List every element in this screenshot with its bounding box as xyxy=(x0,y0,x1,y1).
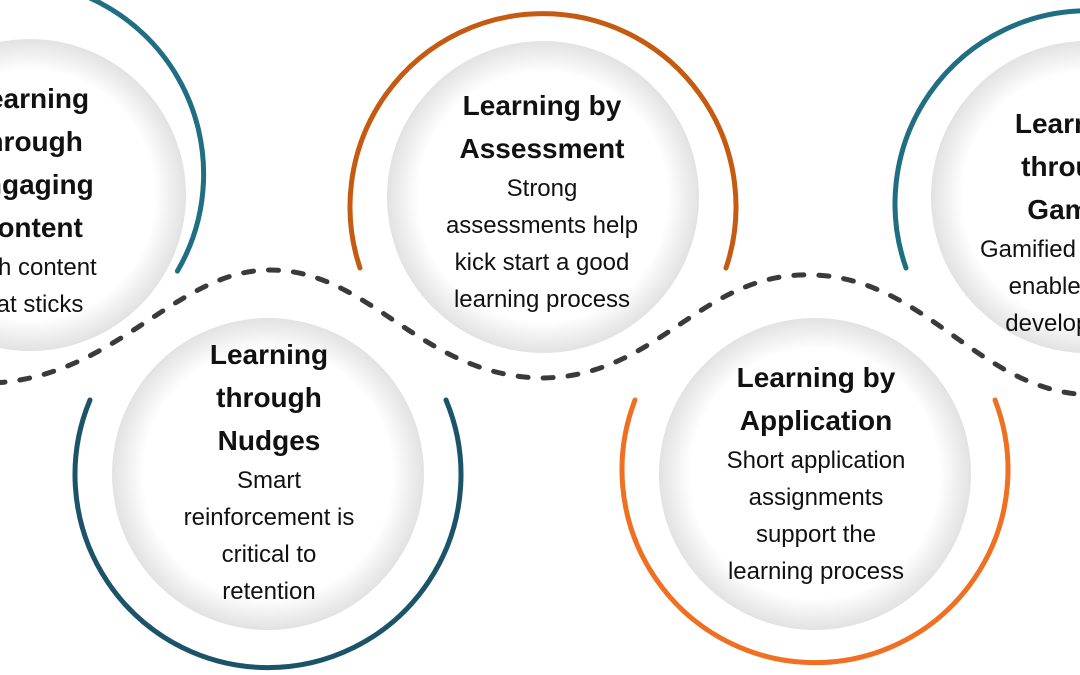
dashed-connector-path xyxy=(0,267,1080,397)
desc-line: enables skill xyxy=(1008,273,1080,300)
node-assessment-description: Strong assessments help kick start a goo… xyxy=(402,170,682,318)
desc-line: Gamified learning xyxy=(979,236,1080,263)
circle-games-arc xyxy=(892,8,1080,271)
circle-application-arc xyxy=(619,397,1011,666)
circle-application xyxy=(619,318,1011,666)
title-line: Games xyxy=(1027,194,1080,225)
circle-games xyxy=(892,8,1080,353)
title-line: Assessment xyxy=(459,133,625,164)
circle-nudges-arc xyxy=(72,397,464,671)
desc-line: development xyxy=(1005,310,1080,337)
desc-line: reinforcement is xyxy=(183,504,355,531)
title-line: Learning by xyxy=(462,90,622,121)
node-content: Learning through Engaging Content Rich c… xyxy=(0,77,170,323)
title-line: Learning by xyxy=(736,362,896,393)
desc-line: kick start a good xyxy=(454,249,630,276)
title-line: through xyxy=(0,126,83,157)
desc-line: learning process xyxy=(453,286,631,313)
node-application-title: Learning by Application xyxy=(676,356,956,442)
desc-line: assessments help xyxy=(445,212,639,239)
desc-line: Strong xyxy=(506,175,578,202)
title-line: through xyxy=(216,382,322,413)
node-assessment-title: Learning by Assessment xyxy=(402,84,682,170)
title-line: through xyxy=(1021,151,1080,182)
desc-line: assignments xyxy=(748,484,884,511)
node-games-description: Gamified learning enables skill developm… xyxy=(934,231,1080,342)
title-line: Learning xyxy=(0,83,90,114)
title-line: Application xyxy=(739,405,893,436)
circle-application-disc xyxy=(659,318,971,630)
circle-assessment-arc xyxy=(347,11,739,271)
title-line: Nudges xyxy=(217,425,321,456)
title-line: Learning xyxy=(1014,108,1080,139)
circle-assessment xyxy=(347,11,739,353)
desc-line: learning process xyxy=(727,558,905,585)
circle-assessment-disc xyxy=(387,41,699,353)
node-content-title: Learning through Engaging Content xyxy=(0,77,170,249)
node-nudges-description: Smart reinforcement is critical to reten… xyxy=(129,462,409,610)
circle-games-disc xyxy=(931,41,1080,353)
circle-content-disc xyxy=(0,39,186,351)
node-assessment: Learning by Assessment Strong assessment… xyxy=(402,84,682,318)
node-games: Learning through Games Gamified learning… xyxy=(934,102,1080,342)
node-nudges: Learning through Nudges Smart reinforcem… xyxy=(129,333,409,610)
desc-line: critical to xyxy=(221,541,317,568)
circle-nudges-disc xyxy=(112,318,424,630)
desc-line: Smart xyxy=(236,467,301,494)
node-content-description: Rich content that sticks xyxy=(0,249,170,323)
node-games-title: Learning through Games xyxy=(934,102,1080,231)
circle-content-arc xyxy=(88,0,207,274)
title-line: Content xyxy=(0,212,83,243)
title-line: Learning xyxy=(209,339,329,370)
node-nudges-title: Learning through Nudges xyxy=(129,333,409,462)
desc-line: that sticks xyxy=(0,291,84,318)
desc-line: Short application xyxy=(726,447,906,474)
desc-line: retention xyxy=(222,578,316,605)
desc-line: support the xyxy=(755,521,877,548)
node-application: Learning by Application Short applicatio… xyxy=(676,356,956,590)
title-line: Engaging xyxy=(0,169,94,200)
circle-content xyxy=(0,0,207,351)
desc-line: Rich content xyxy=(0,254,97,281)
circle-nudges xyxy=(72,318,464,671)
node-application-description: Short application assignments support th… xyxy=(676,442,956,590)
